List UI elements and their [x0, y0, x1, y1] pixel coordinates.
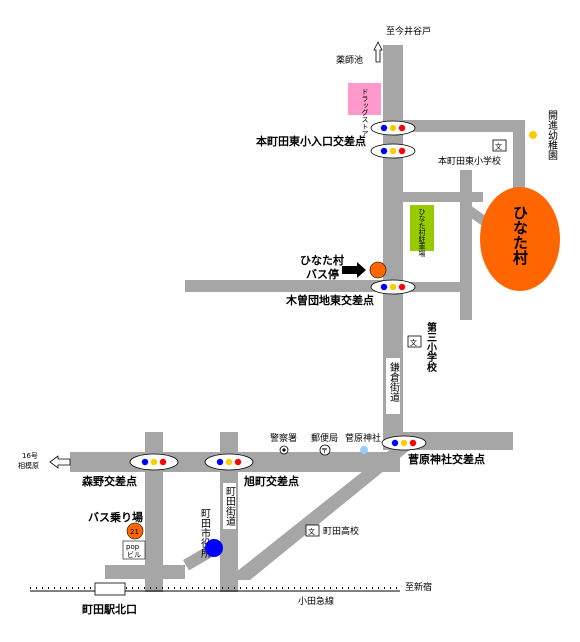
kindergarten-marker — [529, 131, 537, 139]
hinatamura-destination: ひなた村 — [480, 187, 560, 291]
machida-kaido-label-box — [223, 483, 236, 529]
parking-label: ひなた村駐車場 — [418, 208, 426, 258]
station-box — [94, 582, 126, 596]
road-east-top-down — [513, 120, 525, 190]
school-icon: 文 — [407, 335, 422, 348]
svg-text:文: 文 — [410, 338, 417, 347]
road-east-top — [403, 120, 525, 132]
motomachida-crossing-label: 本町田東小入口交差点 — [256, 134, 366, 148]
kamakura-kaido-road — [383, 45, 403, 437]
road-network — [70, 45, 525, 592]
busstop-label-2: バス停 — [306, 267, 339, 281]
road-parking-h — [403, 192, 483, 202]
pop-building-label-1: pop — [126, 543, 140, 551]
shinjuku-direction-label: 至新宿 — [405, 581, 432, 593]
hinatamura-parking: ひなた村駐車場 — [410, 205, 434, 258]
drugstore: ドラッグストア — [348, 83, 381, 137]
sugawara-crossing-label: 菅原神社交差点 — [408, 452, 485, 466]
svg-text:文: 文 — [495, 142, 502, 151]
bus-stop-area-label: バス乗り場 — [88, 510, 143, 524]
railway-icon — [30, 587, 400, 592]
kamakura-kaido-label: 鎌倉街道 — [388, 361, 400, 402]
yakushiike-label: 薬師池 — [336, 54, 363, 66]
police-label: 警察署 — [270, 432, 297, 444]
machida-station-label: 町田駅北口 — [82, 602, 137, 616]
morino-crossing-label: 森野交差点 — [82, 474, 137, 488]
bus-stop-21-label: 21 — [130, 528, 139, 536]
machida-high-label: 町田高校 — [323, 525, 359, 537]
signal-motomachida-2 — [370, 143, 416, 159]
signal-asahimachi — [204, 453, 254, 471]
hinatamura-oval — [480, 187, 560, 291]
school-icon: 文 — [305, 524, 320, 537]
daisan-elem-label: 第三小学校 — [425, 321, 438, 373]
machida-kaido-label: 町田街道 — [224, 486, 236, 526]
road-kiso-west — [185, 280, 383, 292]
arrow-right-icon — [342, 262, 366, 278]
shrine-label: 菅原神社 — [345, 432, 381, 444]
city-hall-marker — [205, 539, 223, 557]
odakyu-line-label: 小田急線 — [298, 595, 334, 607]
kamakura-label-box — [386, 358, 400, 414]
post-office-icon: 〒 — [319, 444, 331, 456]
arrow-up-icon — [373, 41, 383, 63]
signal-motomachida-1 — [370, 120, 416, 136]
road-east-vertical — [460, 170, 472, 320]
route16-label-1: 16号 — [22, 452, 38, 460]
north-direction-label: 至今井谷戸 — [386, 25, 431, 37]
kindergarten-label: 開進幼稚園 — [546, 110, 558, 161]
north-arrow: 至今井谷戸 薬師池 — [336, 25, 431, 66]
road-morino-vertical — [145, 432, 163, 592]
pop-building-box — [122, 540, 146, 560]
signal-kiso — [370, 279, 416, 295]
kiso-crossing-label: 木曽団地東交差点 — [285, 293, 374, 307]
svg-text:文: 文 — [308, 527, 315, 536]
drugstore-label: ドラッグストア — [361, 88, 369, 137]
motomachida-elem-label: 本町田東小学校 — [438, 155, 501, 167]
hinatamura-label: ひなた村 — [511, 205, 529, 266]
road-station-bottom — [105, 565, 185, 579]
asahimachi-crossing-label: 旭町交差点 — [243, 474, 299, 488]
busstop-label-1: ひなた村 — [300, 253, 344, 267]
shrine-marker — [360, 446, 368, 454]
drugstore-box — [348, 83, 381, 115]
route16-label-2: 相模原 — [18, 461, 39, 470]
police-station-icon — [279, 445, 289, 455]
bus-stop-21-marker — [126, 522, 144, 540]
busstop-marker — [369, 261, 387, 279]
signal-morino — [129, 453, 179, 471]
post-office-label: 郵便局 — [311, 432, 338, 444]
school-icon: 文 — [492, 139, 507, 152]
pop-building-label-2: ビル — [127, 550, 141, 559]
road-diagonal-sw — [226, 448, 412, 580]
svg-text:〒: 〒 — [321, 447, 328, 455]
signal-sugawara — [381, 435, 427, 451]
arrow-left-icon — [49, 455, 71, 469]
road-kiso-east — [403, 282, 463, 292]
parking-box — [410, 205, 434, 251]
